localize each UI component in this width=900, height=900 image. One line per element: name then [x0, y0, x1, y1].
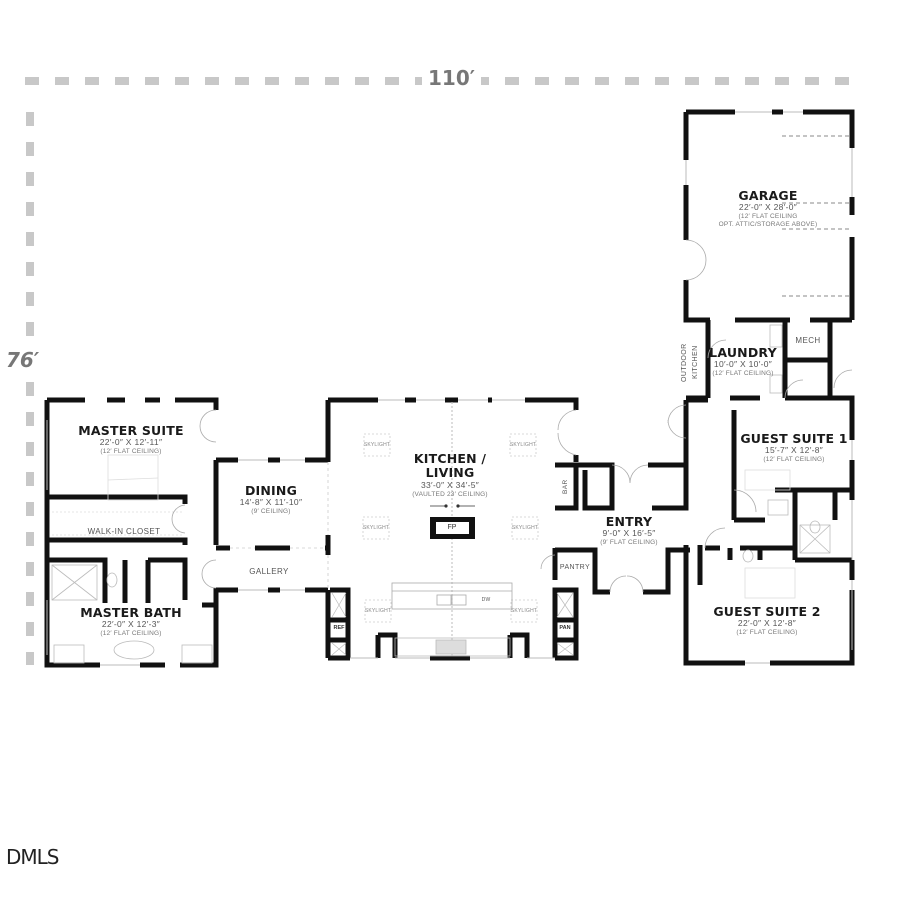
fireplace	[430, 517, 475, 539]
room-master-suite: MASTER SUITE 22′-0″ X 12′-11″ (12′ FLAT …	[78, 423, 184, 456]
room-ceiling: (12′ FLAT CEILING)	[100, 630, 162, 638]
skylights	[362, 433, 539, 623]
garage-walls	[683, 109, 855, 323]
guest-doors	[704, 339, 853, 549]
room-dimensions: 33′-0″ X 34′-5″	[420, 479, 480, 490]
room-walk-in-closet: WALK-IN CLOSET	[87, 527, 161, 536]
room-ceiling: (9′ CEILING)	[251, 508, 291, 516]
kitchen-doors	[557, 409, 577, 456]
room-name: MASTER SUITE	[78, 423, 184, 438]
mls-watermark: DMLS	[6, 845, 59, 869]
skylight-label: SKYLIGHT	[511, 525, 539, 531]
skylight-label: SKYLIGHT	[364, 608, 392, 614]
pantry-cabinet-label: PAN	[559, 625, 571, 631]
room-name: ENTRY	[605, 514, 653, 529]
skylight-label: SKYLIGHT	[510, 608, 538, 614]
fireplace-label: FP	[447, 524, 457, 531]
room-outdoor-kitchen: OUTDOOR KITCHEN	[681, 343, 699, 382]
room-bar: BAR	[562, 479, 569, 495]
room-dimensions: 22′-0″ X 12′-3″	[101, 619, 161, 630]
kitchen-back-counter	[394, 637, 511, 657]
room-ceiling: (12′ FLAT CEILING)	[763, 456, 825, 464]
gallery-openings	[230, 462, 329, 590]
guest-windows	[745, 440, 853, 664]
master-bath-fixtures	[51, 564, 213, 664]
guest-bath-fixtures	[742, 469, 831, 599]
dishwasher-label: DW	[481, 597, 491, 603]
room-name-line1: KITCHEN /	[413, 451, 487, 466]
room-dimensions: 14′-8″ X 11′-10″	[239, 497, 303, 508]
dining-windows	[238, 459, 305, 591]
room-pantry: PANTRY	[559, 564, 591, 571]
room-dimensions: 10′-0″ X 10′-0″	[713, 359, 773, 370]
guest-suite-walls	[683, 395, 855, 666]
master-doors	[171, 409, 217, 589]
room-note: OPT. ATTIC/STORAGE ABOVE)	[718, 220, 818, 228]
garage-windows	[685, 111, 853, 197]
room-ceiling: (12′ FLAT CEILING)	[100, 448, 162, 456]
room-ceiling: (12′ FLAT CEILING)	[736, 629, 798, 637]
garage-side-door	[685, 239, 707, 281]
garage-door-tracks	[782, 135, 850, 297]
room-laundry: LAUNDRY 10′-0″ X 10′-0″ (12′ FLAT CEILIN…	[709, 345, 777, 378]
room-name: GARAGE	[738, 188, 798, 203]
room-dimensions: 22′-0″ X 12′-11″	[99, 437, 163, 448]
room-ceiling: (VAULTED 23′ CEILING)	[412, 490, 488, 498]
room-dining: DINING 14′-8″ X 11′-10″ (9′ CEILING)	[239, 483, 303, 516]
room-master-bath: MASTER BATH 22′-0″ X 12′-3″ (12′ FLAT CE…	[80, 605, 182, 638]
room-name: LAUNDRY	[709, 345, 777, 360]
room-name: DINING	[244, 483, 298, 498]
room-name-line2: LIVING	[425, 465, 475, 481]
fireplace-arrows	[430, 504, 475, 508]
appliance-cabinets	[331, 592, 574, 656]
master-suite-bed	[107, 454, 159, 501]
kitchen-windows	[350, 399, 555, 659]
skylight-label: SKYLIGHT	[362, 525, 390, 531]
room-gallery: GALLERY	[249, 567, 289, 576]
refrigerator-label: REF	[333, 625, 345, 631]
skylight-label: SKYLIGHT	[509, 442, 537, 448]
room-dimensions: 15′-7″ X 12′-8″	[764, 445, 824, 456]
overall-dimension-lines	[25, 77, 855, 665]
room-ceiling: (12′ FLAT CEILING	[738, 213, 798, 221]
overall-depth-label: 76′	[6, 348, 40, 372]
room-kitchen-living: KITCHEN / LIVING 33′-0″ X 34′-5″ (VAULTE…	[412, 451, 488, 498]
room-mech: MECH	[795, 336, 821, 345]
room-dimensions: 22′-0″ X 12′-8″	[737, 618, 797, 629]
room-name: GUEST SUITE 1	[740, 431, 848, 446]
room-guest-suite-2: GUEST SUITE 2 22′-0″ X 12′-8″ (12′ FLAT …	[713, 604, 821, 637]
room-ceiling: (9′ FLAT CEILING)	[600, 539, 658, 547]
room-ceiling: (12′ FLAT CEILING)	[712, 370, 774, 378]
room-entry: ENTRY 9′-0″ X 16′-5″ (9′ FLAT CEILING)	[600, 514, 658, 547]
room-dimensions: 22′-0″ X 28′-0″	[738, 202, 798, 213]
dining-gallery-walls	[216, 400, 331, 658]
room-name: MASTER BATH	[80, 605, 182, 620]
laundry-fixtures	[769, 324, 783, 394]
walk-in-closet-rods	[52, 511, 182, 536]
overall-width-label: 110′	[422, 66, 482, 90]
skylight-label: SKYLIGHT	[363, 442, 391, 448]
entry-doors	[540, 404, 687, 593]
room-garage: GARAGE 22′-0″ X 28′-0″ (12′ FLAT CEILING…	[718, 188, 818, 228]
room-guest-suite-1: GUEST SUITE 1 15′-7″ X 12′-8″ (12′ FLAT …	[740, 431, 848, 464]
room-dimensions: 9′-0″ X 16′-5″	[602, 528, 656, 539]
laundry-walls	[705, 320, 833, 401]
master-wing-windows	[46, 420, 140, 666]
room-name: GUEST SUITE 2	[713, 604, 821, 619]
kitchen-island	[391, 582, 513, 610]
